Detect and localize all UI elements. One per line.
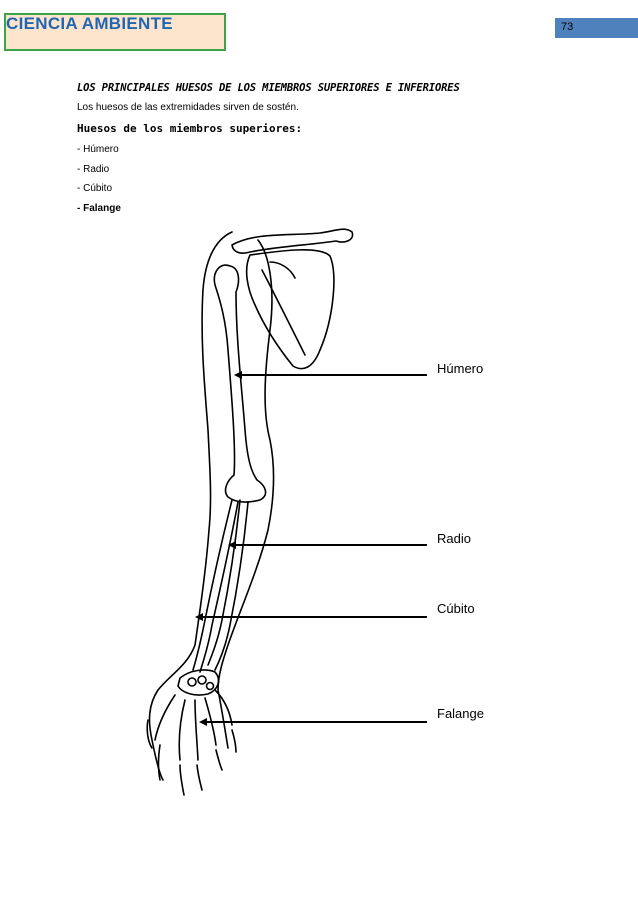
clavicle: [231, 228, 354, 254]
page-number: 73: [561, 21, 574, 33]
list-item-cubito: - Cúbito: [77, 183, 113, 194]
phalanges: [154, 689, 237, 796]
arm-skeleton-illustration: [146, 228, 427, 796]
page-number-bar: 73: [555, 18, 638, 38]
list-item-falange: - Falange: [77, 202, 121, 214]
subheading: Huesos de los miembros superiores:: [77, 122, 303, 135]
bone-list: - Húmero - Radio - Cúbito - Falange: [77, 144, 121, 222]
arm-outline: [148, 231, 275, 781]
header-title: CIENCIA AMBIENTE: [6, 14, 173, 33]
label-radio: Radio: [437, 531, 471, 546]
list-item-radio: - Radio: [77, 163, 110, 175]
header-box: [4, 13, 226, 51]
ulna: [192, 499, 233, 671]
humerus: [213, 264, 267, 503]
section-heading: LOS PRINCIPALES HUESOS DE LOS MIEMBROS S…: [77, 82, 460, 94]
carpals: [177, 669, 220, 696]
label-humero: Húmero: [437, 361, 484, 376]
list-item-humero: - Húmero: [77, 144, 119, 155]
radius: [207, 499, 241, 666]
intro-text: Los huesos de las extremidades sirven de…: [77, 102, 299, 113]
label-falange: Falange: [437, 706, 484, 721]
scapula: [245, 249, 335, 370]
label-cubito: Cúbito: [437, 601, 475, 616]
